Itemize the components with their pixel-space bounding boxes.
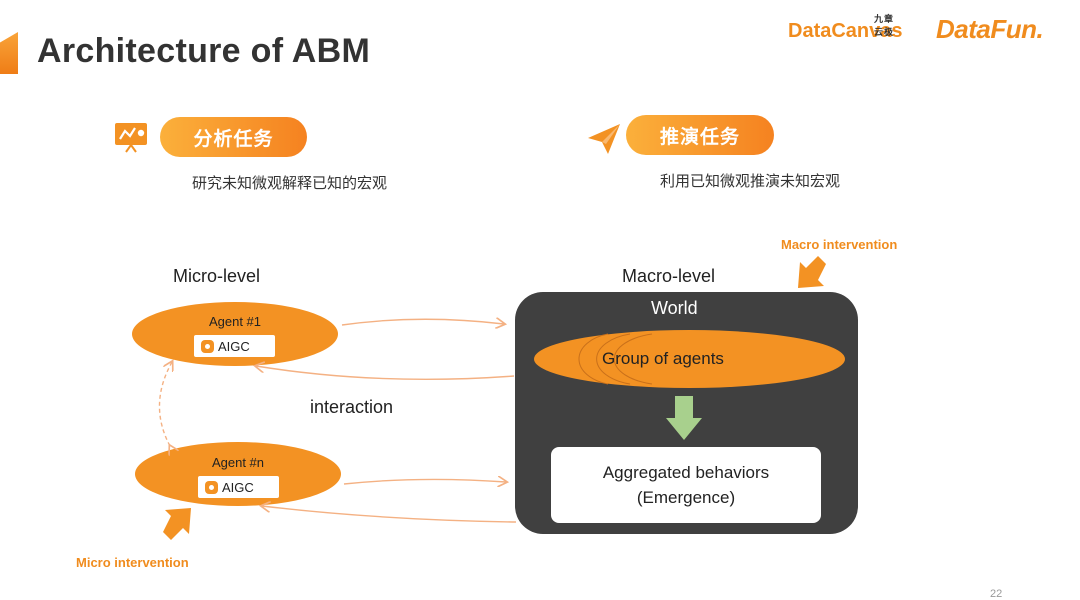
aggregated-behaviors-box: Aggregated behaviors (Emergence) [551, 447, 821, 523]
datacanvas-logo: DataCanvas 九章云极 [788, 14, 903, 43]
agent1-to-world-arrow [341, 319, 504, 325]
micro-level-label: Micro-level [173, 266, 261, 286]
macro-intervention-arrow-icon [798, 256, 826, 288]
inference-task-label: 推演任务 [659, 126, 740, 148]
datafun-logo: DataFun. [936, 14, 1044, 44]
aigc-icon [205, 480, 218, 494]
aggregated-behaviors-line1: Aggregated behaviors [602, 463, 770, 482]
agent-n-name: Agent #n [211, 455, 265, 470]
analysis-task-description: 研究未知微观解释已知的宏观 [192, 175, 388, 192]
agent-n-aigc-label: AIGC [222, 479, 254, 495]
agent-1-aigc-label: AIGC [218, 338, 250, 354]
analysis-task-label: 分析任务 [193, 128, 274, 150]
datacanvas-logo-cn: 九章云极 [874, 14, 895, 37]
datacanvas-logo-text: DataCanvas [788, 20, 903, 42]
agent-1-name: Agent #1 [208, 314, 262, 329]
aigc-icon [201, 339, 214, 353]
inference-task-description: 利用已知微观推演未知宏观 [660, 173, 841, 190]
group-of-agents [534, 330, 845, 388]
slide-title: Architecture of ABM [37, 32, 371, 70]
page-number: 22 [990, 588, 1003, 600]
agent-1-aigc-tag: AIGC [194, 335, 275, 357]
agentn-to-world-arrow [343, 479, 506, 484]
world-to-agent1-arrow [256, 366, 515, 381]
macro-intervention-label: Macro intervention [781, 237, 898, 252]
analysis-task-pill: 分析任务 [160, 117, 307, 157]
title-accent-bar [0, 32, 18, 74]
micro-intervention-arrow-icon [163, 508, 191, 540]
world-to-agentn-arrow [262, 506, 517, 523]
aggregated-behaviors-line2: (Emergence) [636, 488, 736, 507]
group-of-agents-label: Group of agents [602, 349, 724, 368]
macro-level-label: Macro-level [622, 266, 716, 286]
micro-intervention-label: Micro intervention [76, 555, 189, 570]
group-agents-outline-icon [578, 333, 653, 385]
paper-plane-icon [588, 124, 620, 154]
presentation-chart-icon [115, 123, 147, 153]
inference-task-pill: 推演任务 [626, 115, 774, 155]
agent-interaction-arrow [158, 362, 172, 446]
agent-n-aigc-tag: AIGC [198, 476, 279, 498]
emergence-down-arrow-icon [666, 396, 702, 440]
world-label: World [651, 298, 698, 318]
interaction-label: interaction [310, 397, 394, 417]
